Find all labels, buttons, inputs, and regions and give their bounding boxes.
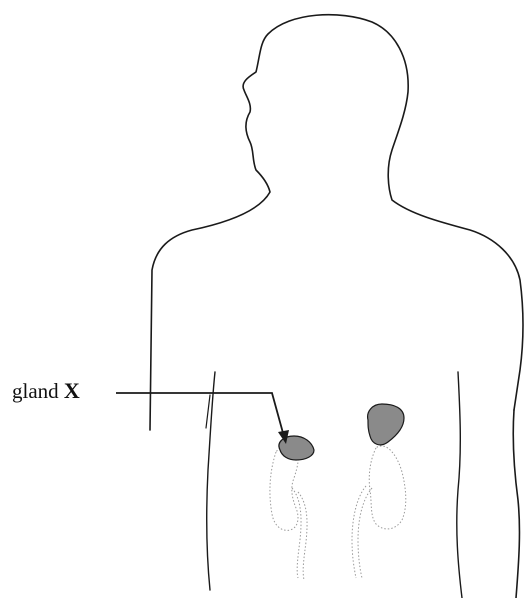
- body-outline-right-lower: [513, 410, 519, 598]
- left-waist-line-2: [206, 395, 210, 428]
- right-waist-line: [457, 372, 462, 598]
- gland-label-word: gland: [12, 379, 59, 403]
- label-pointer-line: [116, 393, 283, 433]
- right-ureter: [352, 486, 372, 578]
- right-kidney: [369, 446, 406, 529]
- gland-label-letter: X: [64, 378, 80, 403]
- left-waist-line: [207, 372, 215, 590]
- body-outline: [150, 15, 523, 430]
- left-ureter: [292, 488, 307, 580]
- gland-x-label: gland X: [12, 380, 80, 402]
- right-adrenal-gland: [368, 404, 404, 445]
